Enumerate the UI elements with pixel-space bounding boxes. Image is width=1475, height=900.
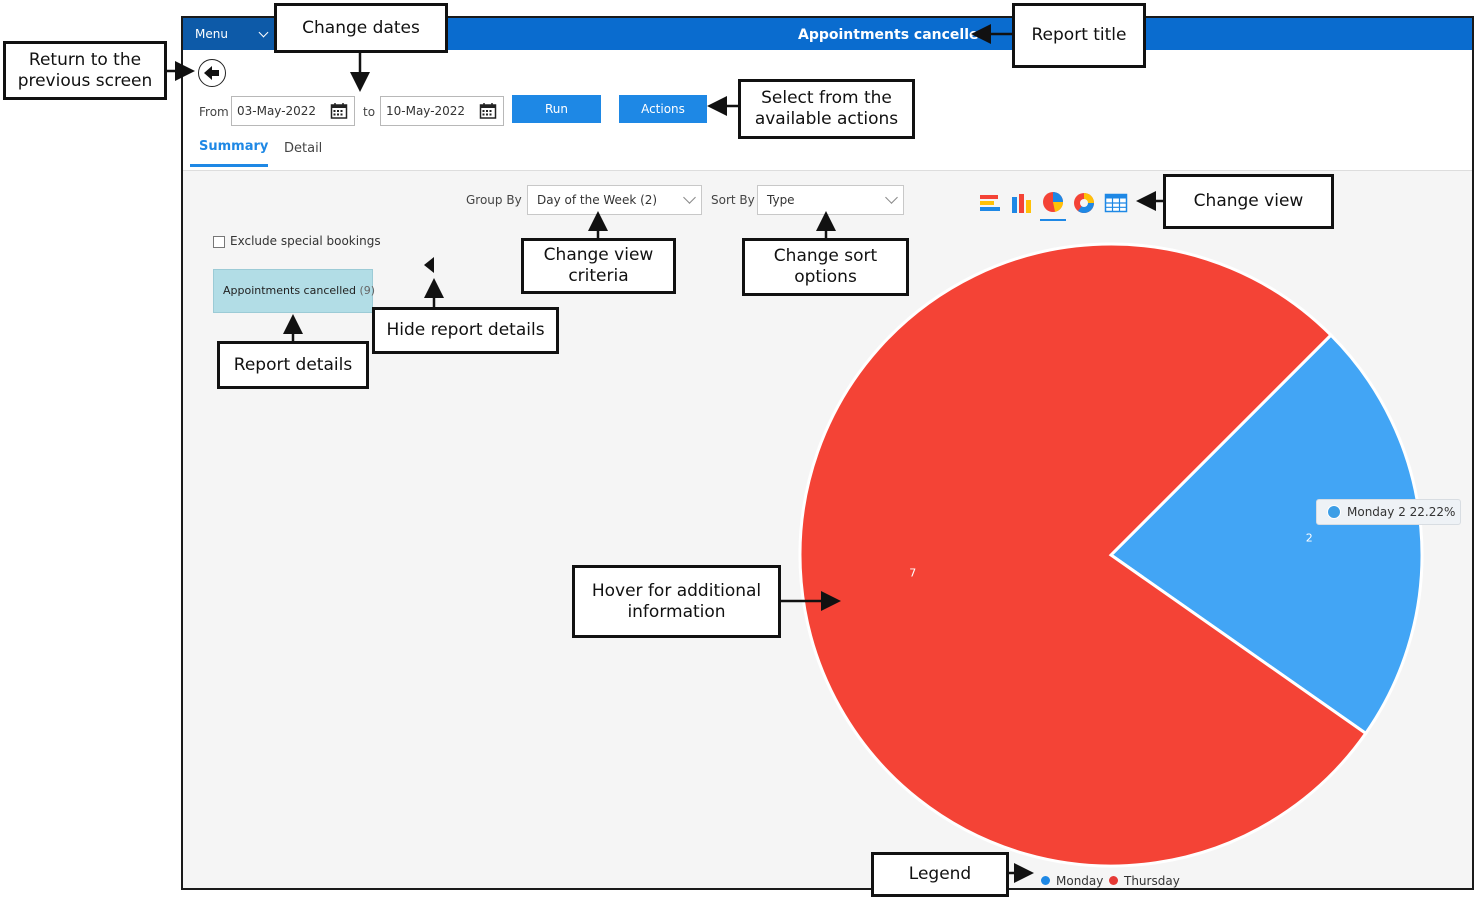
calendar-icon[interactable]	[479, 102, 497, 120]
vertical-bar-chart-icon[interactable]	[1009, 191, 1033, 215]
pie-data-label: 7	[909, 566, 916, 579]
donut-chart-icon[interactable]	[1072, 191, 1096, 215]
from-date-field[interactable]: 03-May-2022	[231, 96, 355, 126]
callout-legend: Legend	[871, 852, 1009, 897]
chart-tooltip: Monday 2 22.22%	[1316, 499, 1461, 525]
report-item-count: (9)	[359, 284, 376, 297]
callout-hide-details: Hide report details	[372, 307, 559, 354]
tooltip-text: Monday 2 22.22%	[1347, 505, 1456, 519]
from-label: From	[199, 105, 229, 119]
pie-slice-thursday[interactable]	[798, 242, 1368, 868]
callout-change-dates: Change dates	[274, 3, 448, 53]
legend-color-dot	[1041, 876, 1050, 885]
report-item-label: Appointments cancelled	[223, 284, 356, 297]
exclude-special-bookings-checkbox[interactable]	[213, 236, 225, 248]
group-by-label: Group By	[466, 193, 522, 207]
to-date-field[interactable]: 10-May-2022	[380, 96, 504, 126]
back-button[interactable]	[198, 59, 226, 87]
to-date-value: 10-May-2022	[386, 104, 466, 118]
run-button[interactable]: Run	[512, 95, 601, 123]
tab-summary[interactable]: Summary	[199, 139, 269, 154]
hide-report-details-toggle[interactable]	[424, 257, 434, 273]
callout-report-title: Report title	[1012, 3, 1146, 68]
legend-label: Thursday	[1124, 874, 1180, 888]
callout-change-view: Change view	[1163, 174, 1334, 229]
report-window: Menu Appointments cancelled From 03-May-…	[181, 16, 1474, 890]
sort-by-value: Type	[767, 193, 795, 207]
report-content: Group By Day of the Week (2) Sort By Typ…	[183, 170, 1472, 888]
pie-data-label: 2	[1306, 532, 1313, 545]
callout-hover: Hover for additional information	[572, 565, 781, 638]
active-tab-indicator	[190, 164, 268, 167]
group-by-select[interactable]: Day of the Week (2)	[527, 185, 702, 215]
callout-change-sort: Change sort options	[742, 238, 909, 296]
callout-return: Return to the previous screen	[3, 41, 167, 100]
report-details-item[interactable]: Appointments cancelled (9)	[213, 269, 376, 313]
menu-label: Menu	[195, 27, 228, 41]
callout-select-actions: Select from the available actions	[738, 79, 915, 139]
from-date-value: 03-May-2022	[237, 104, 317, 118]
calendar-icon[interactable]	[330, 102, 348, 120]
callout-report-details: Report details	[217, 341, 369, 389]
active-view-indicator	[1040, 219, 1066, 221]
arrow-left-icon	[204, 66, 219, 80]
report-title: Appointments cancelled	[798, 27, 989, 43]
legend-label: Monday	[1056, 874, 1104, 888]
chevron-down-icon	[258, 27, 269, 38]
pie-chart: 27	[798, 242, 1424, 868]
to-label: to	[363, 105, 376, 119]
tooltip-color-dot	[1327, 505, 1341, 519]
exclude-special-bookings-label: Exclude special bookings	[230, 234, 381, 248]
group-by-value: Day of the Week (2)	[537, 193, 658, 207]
horizontal-bar-chart-icon[interactable]	[978, 191, 1002, 215]
menu-button[interactable]: Menu	[183, 18, 275, 50]
legend-color-dot	[1109, 876, 1118, 885]
tab-detail[interactable]: Detail	[284, 141, 323, 156]
pie-chart-icon[interactable]	[1041, 190, 1065, 214]
callout-change-view-criteria: Change view criteria	[521, 238, 676, 294]
sort-by-label: Sort By	[711, 193, 755, 207]
legend-item-monday[interactable]: Monday	[1041, 874, 1103, 888]
actions-button[interactable]: Actions	[619, 95, 707, 123]
pie-slice-monday[interactable]	[1108, 332, 1424, 736]
table-icon[interactable]	[1104, 191, 1128, 215]
legend-item-thursday[interactable]: Thursday	[1109, 874, 1180, 888]
